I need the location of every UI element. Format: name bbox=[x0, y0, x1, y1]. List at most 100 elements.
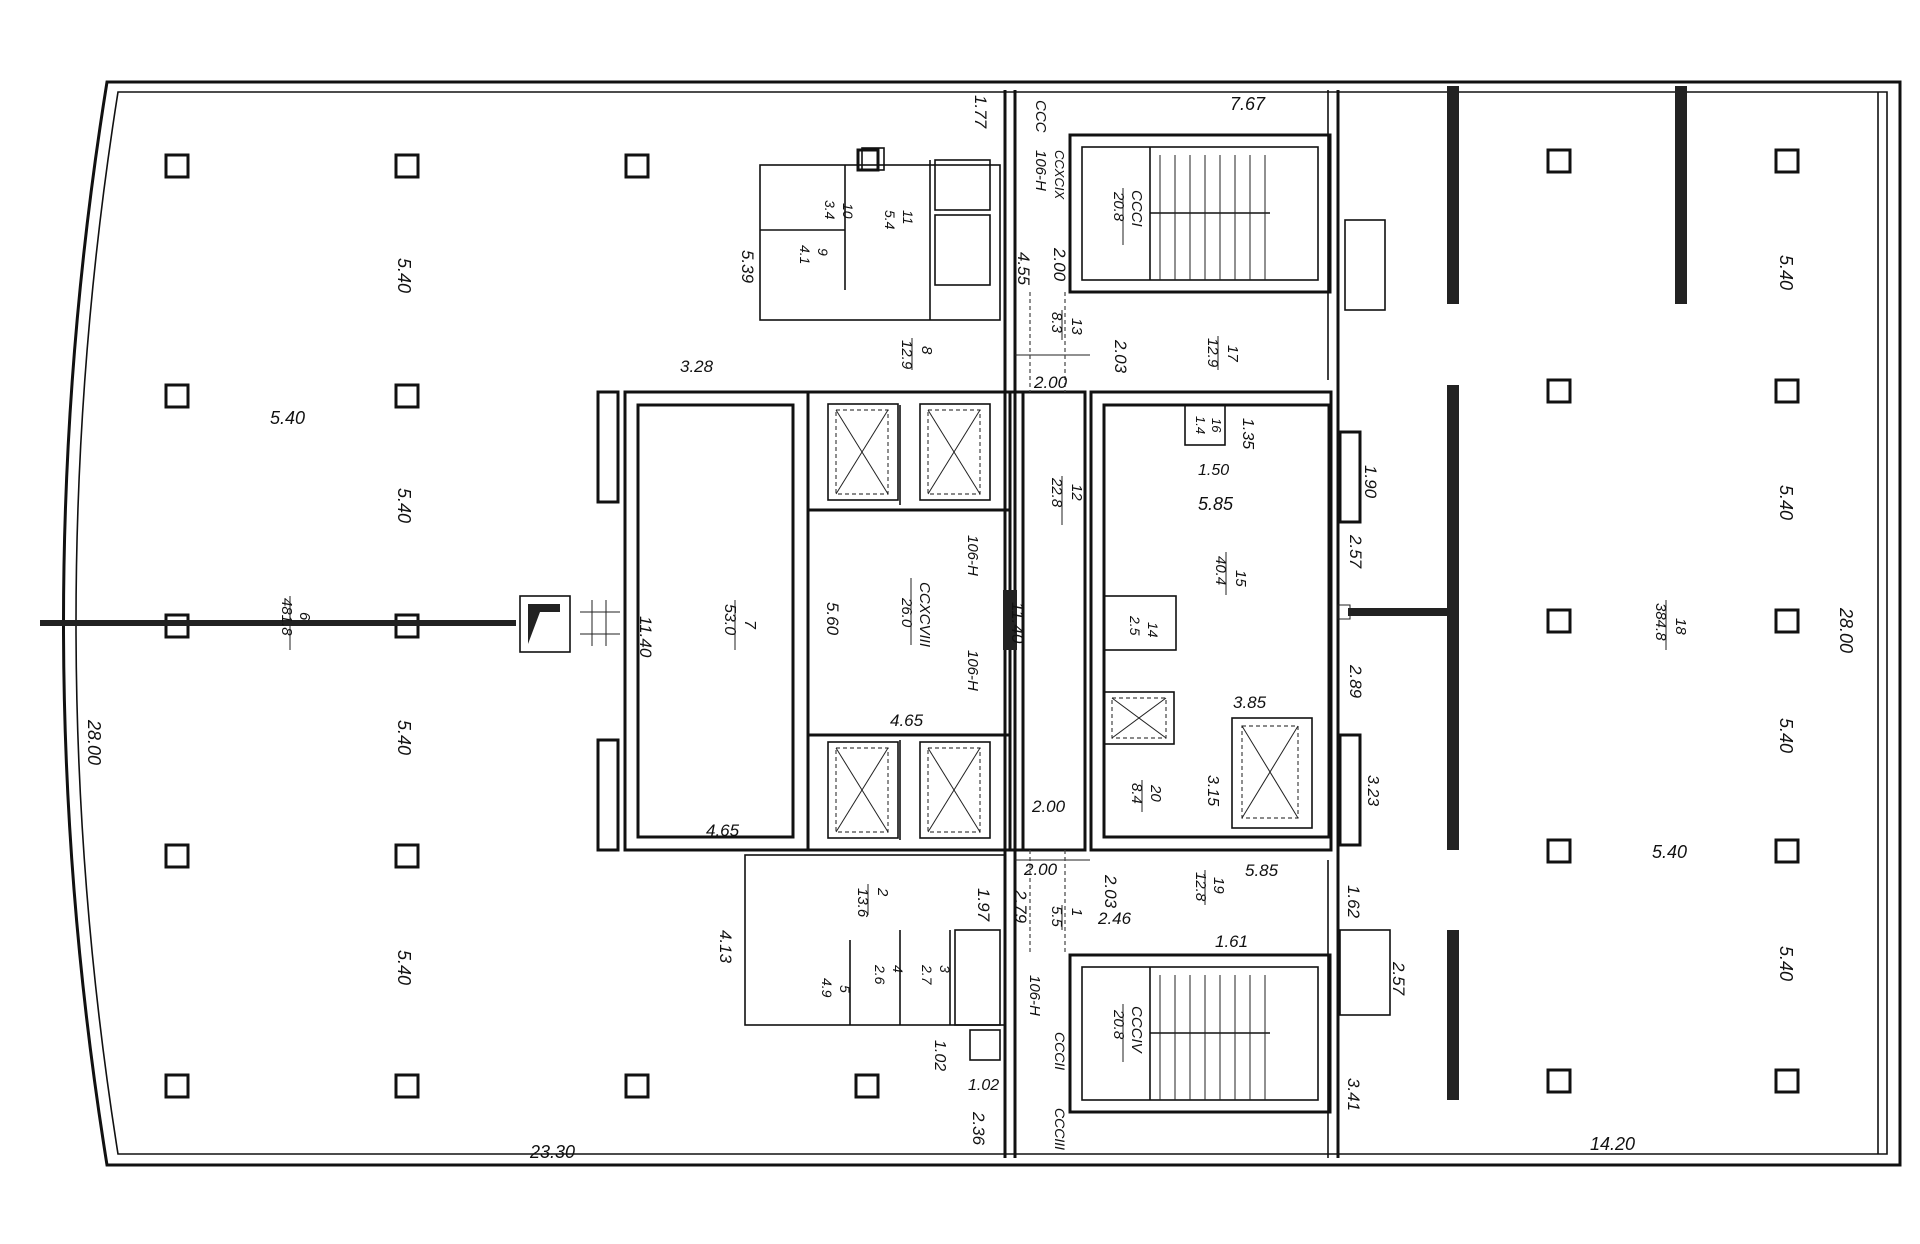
core-ccciv-area: 20.8 bbox=[1110, 1009, 1127, 1040]
room-20-area: 8.4 bbox=[1128, 783, 1145, 804]
dim-11-40-a: 11.40 bbox=[636, 616, 655, 658]
central-core bbox=[596, 390, 1362, 852]
room-17-area: 12.9 bbox=[1204, 338, 1221, 368]
label-cccii: CCCII bbox=[1052, 1032, 1068, 1070]
label-ccxcix: CCXCIX bbox=[1052, 150, 1067, 200]
core-ccxcviii-code: CCXCVIII bbox=[916, 582, 933, 647]
room-7-area: 53.0 bbox=[721, 604, 738, 635]
dim-1-35: 1.35 bbox=[1239, 418, 1256, 449]
room-5-no: 5 bbox=[837, 985, 853, 993]
dim-2-79: 2.79 bbox=[1011, 889, 1030, 924]
room-9-area: 4.1 bbox=[797, 245, 813, 264]
dim-5-40-h: 5.40 bbox=[1776, 718, 1796, 753]
partitions bbox=[40, 86, 1687, 1100]
dim-1-97: 1.97 bbox=[974, 888, 993, 922]
service-rooms bbox=[744, 147, 1090, 1061]
room-3-area: 2.7 bbox=[919, 964, 935, 986]
dim-11-40-b: 11.40 bbox=[1008, 602, 1027, 644]
room-15-no: 15 bbox=[1232, 570, 1249, 587]
dim-overall-right-height: 28.00 bbox=[1836, 607, 1856, 653]
room-2-no: 2 bbox=[874, 887, 891, 897]
dim-overall-left-bottom: 23.30 bbox=[529, 1142, 575, 1162]
label-ccciii: CCCIII bbox=[1052, 1108, 1068, 1150]
label-door-106-core-b: 106-H bbox=[964, 650, 981, 691]
room-10-no: 10 bbox=[840, 203, 856, 219]
dim-2-00-c: 2.00 bbox=[1031, 797, 1066, 816]
room-13-area: 8.3 bbox=[1048, 312, 1065, 334]
room-11-no: 11 bbox=[900, 210, 916, 225]
room-8-area: 12.9 bbox=[898, 340, 915, 370]
dim-4-13: 4.13 bbox=[716, 930, 735, 964]
dim-5-40-e: 5.40 bbox=[394, 950, 414, 985]
room-18-area: 384.8 bbox=[1652, 603, 1669, 641]
label-ccc: CCC bbox=[1032, 100, 1049, 133]
core-ccciv-code: CCCIV bbox=[1128, 1006, 1145, 1055]
room-7-no: 7 bbox=[741, 620, 758, 630]
dim-3-41: 3.41 bbox=[1344, 1078, 1363, 1111]
dim-1-90: 1.90 bbox=[1361, 465, 1380, 499]
room-18-no: 18 bbox=[1672, 618, 1689, 635]
room-4-no: 4 bbox=[890, 965, 906, 973]
room-17-no: 17 bbox=[1224, 345, 1241, 362]
dim-2-57-a: 2.57 bbox=[1346, 534, 1365, 569]
room-8-no: 8 bbox=[918, 346, 935, 355]
room-2-area: 13.6 bbox=[854, 888, 871, 918]
dim-1-50: 1.50 bbox=[1198, 462, 1229, 479]
core-ccci-area: 20.8 bbox=[1110, 191, 1127, 222]
room-4-area: 2.6 bbox=[872, 964, 888, 985]
dim-4-65-a: 4.65 bbox=[890, 711, 924, 730]
room-1-area: 5.5 bbox=[1048, 906, 1065, 928]
room-11-area: 5.4 bbox=[882, 210, 898, 230]
label-door-106-bottom: 106-H bbox=[1026, 975, 1043, 1016]
dim-5-40-g: 5.40 bbox=[1776, 485, 1796, 520]
room-19-no: 19 bbox=[1210, 877, 1227, 894]
dim-5-40-a: 5.40 bbox=[394, 258, 414, 293]
dim-3-15: 3.15 bbox=[1204, 775, 1221, 806]
dim-overall-right-bottom: 14.20 bbox=[1590, 1134, 1635, 1154]
core-ccci-code: CCCI bbox=[1128, 190, 1145, 227]
dim-5-40-j: 5.40 bbox=[1652, 842, 1687, 862]
room-9-no: 9 bbox=[815, 248, 831, 256]
room-13-no: 13 bbox=[1068, 318, 1085, 335]
dim-5-40-d: 5.40 bbox=[394, 720, 414, 755]
room-19-area: 12.8 bbox=[1192, 872, 1209, 902]
dim-5-85-b: 5.85 bbox=[1245, 861, 1279, 880]
dim-1-02-a: 1.02 bbox=[931, 1040, 948, 1071]
dim-stair-top: 7.67 bbox=[1230, 94, 1266, 114]
room-10-area: 3.4 bbox=[822, 200, 838, 220]
room-5-area: 4.9 bbox=[819, 978, 835, 998]
room-14-no: 14 bbox=[1145, 622, 1161, 638]
room-6-area: 481.8 bbox=[278, 598, 295, 636]
dim-2-89: 2.89 bbox=[1346, 664, 1365, 699]
dim-1-02-b: 1.02 bbox=[968, 1077, 999, 1094]
dim-5-85-a: 5.85 bbox=[1198, 494, 1234, 514]
label-door-106-core-a: 106-H bbox=[964, 535, 981, 576]
fraction-bars bbox=[289, 188, 1667, 1062]
dim-2-00-d: 2.00 bbox=[1023, 860, 1058, 879]
room-6-no: 6 bbox=[296, 612, 313, 621]
dim-3-28: 3.28 bbox=[680, 357, 714, 376]
dim-2-03-a: 2.03 bbox=[1111, 339, 1130, 374]
room-3-no: 3 bbox=[937, 965, 953, 973]
dim-5-40-f: 5.40 bbox=[1776, 255, 1796, 290]
room-16-area: 1.4 bbox=[1193, 416, 1208, 434]
dim-1-62: 1.62 bbox=[1344, 885, 1363, 919]
room-16-no: 16 bbox=[1209, 418, 1224, 433]
dim-2-03-b: 2.03 bbox=[1101, 874, 1120, 909]
room-15-area: 40.4 bbox=[1212, 556, 1229, 585]
dim-2-36: 2.36 bbox=[969, 1111, 988, 1146]
dim-3-85: 3.85 bbox=[1233, 693, 1267, 712]
room-1-no: 1 bbox=[1068, 908, 1085, 916]
room-12-area: 22.8 bbox=[1048, 477, 1065, 508]
dim-1-61: 1.61 bbox=[1215, 932, 1248, 951]
room-12-no: 12 bbox=[1068, 484, 1085, 501]
stairwells bbox=[1068, 133, 1391, 1114]
dim-3-23: 3.23 bbox=[1364, 775, 1381, 806]
dim-4-55: 4.55 bbox=[1014, 252, 1033, 286]
dim-2-00-a: 2.00 bbox=[1050, 247, 1069, 282]
dim-1-77: 1.77 bbox=[971, 95, 990, 129]
dim-5-40-c: 5.40 bbox=[394, 488, 414, 523]
dim-5-40-b: 5.40 bbox=[270, 408, 305, 428]
dim-5-60: 5.60 bbox=[823, 602, 842, 636]
